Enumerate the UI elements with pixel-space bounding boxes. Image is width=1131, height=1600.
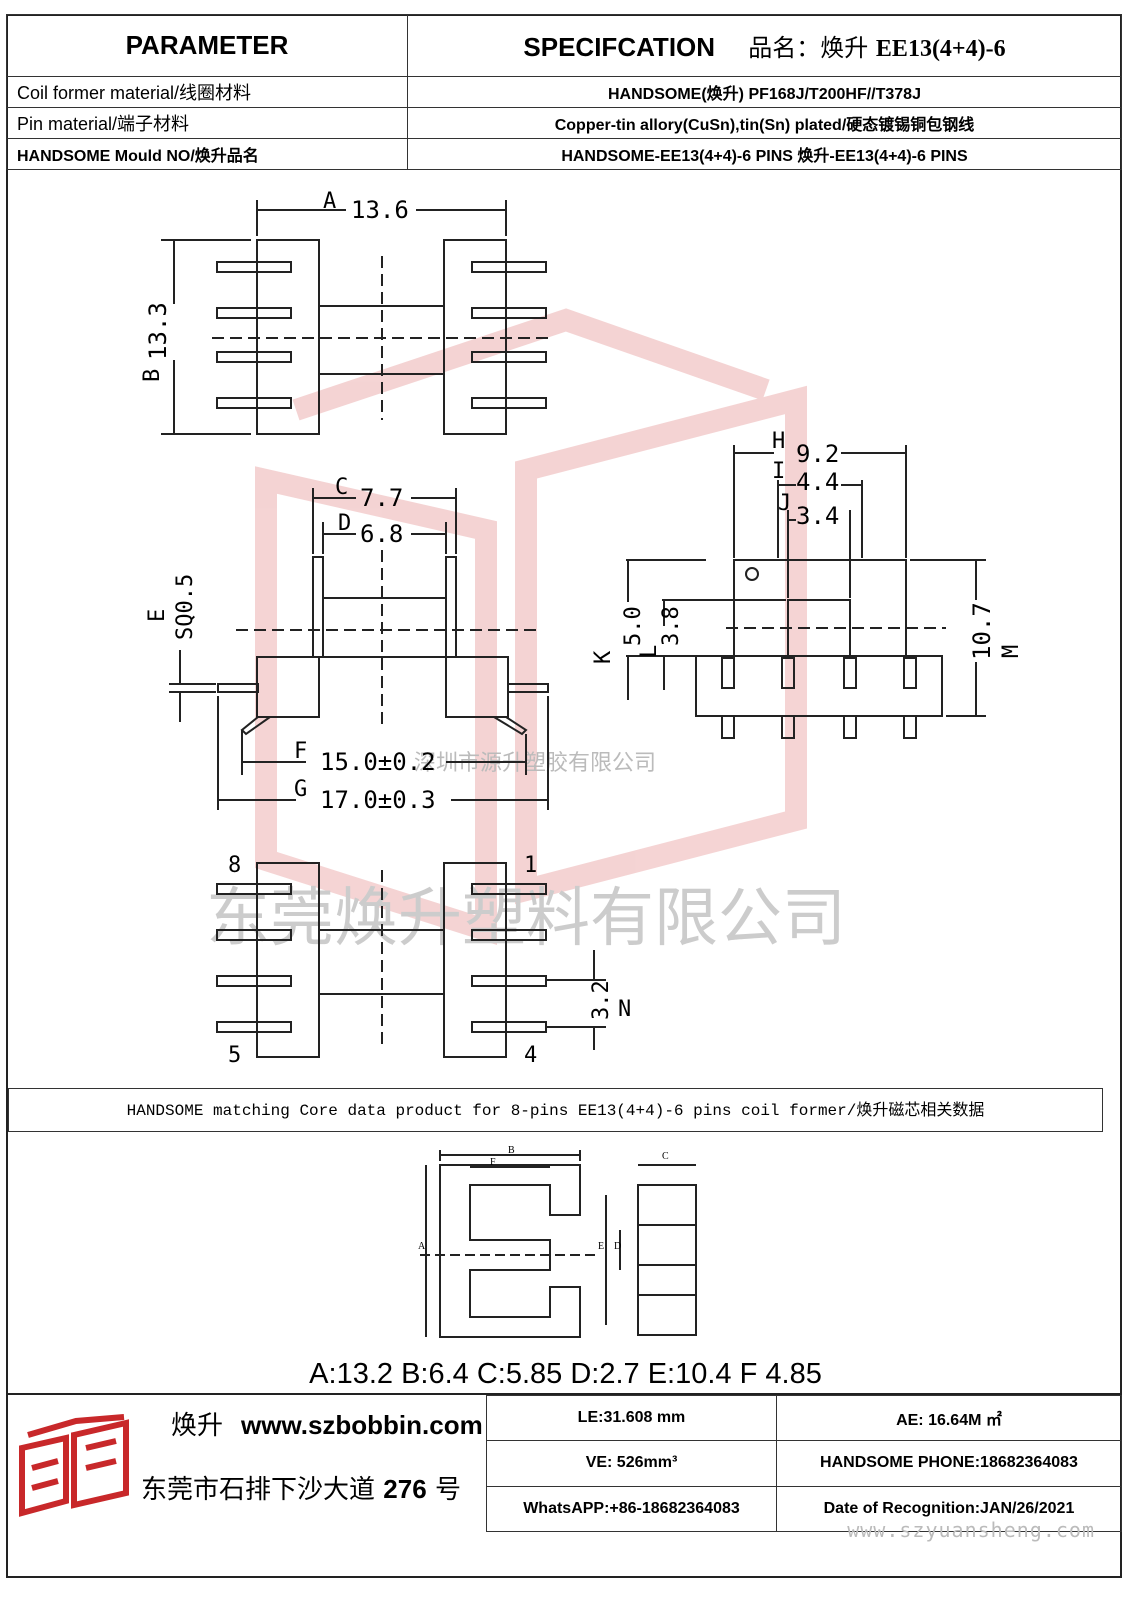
core-label-e: E <box>598 1241 604 1252</box>
dim-g-marker: G <box>294 777 307 802</box>
param-coil-material: Coil former material/线圈材料 <box>6 76 408 108</box>
product-name-prefix: 品名：焕升 <box>748 34 869 62</box>
address-street: 东莞市石排下沙大道 <box>141 1475 376 1505</box>
core-label-c: C <box>662 1151 669 1162</box>
dim-b-value: 13.3 <box>144 302 172 360</box>
dim-d-marker: D <box>338 511 351 536</box>
address-number: 276 <box>383 1474 427 1504</box>
pin-label-8: 8 <box>228 853 241 878</box>
footer: 焕升 www.szbobbin.com 东莞市石排下沙大道 276 号 LE:31… <box>6 1393 1123 1533</box>
dim-j-marker: J <box>778 491 791 516</box>
value-coil-material: HANDSOME(焕升) PF168J/T200HF//T378J <box>407 76 1122 108</box>
brand-name: 焕升 <box>171 1410 224 1440</box>
core-label-d: D <box>614 1241 621 1252</box>
dim-f-value: 15.0±0.2 <box>320 748 436 776</box>
dim-a-marker: A <box>323 189 336 214</box>
dim-a-value: 13.6 <box>351 196 409 224</box>
address-suffix: 号 <box>434 1475 461 1505</box>
parameter-heading: PARAMETER <box>6 14 408 77</box>
dim-h-marker: H <box>772 429 785 454</box>
dim-i-marker: I <box>772 459 785 484</box>
dim-i-value: 4.4 <box>796 468 839 496</box>
dim-j-value: 3.4 <box>796 502 839 530</box>
dim-h-value: 9.2 <box>796 440 839 468</box>
pin-label-1: 1 <box>524 853 537 878</box>
technical-drawing: 深圳市源升塑胶有限公司 东莞焕升塑料有限公司 A 13.6 13.3 B <box>6 170 1122 1090</box>
dim-e-value: SQ0.5 <box>173 574 198 640</box>
dim-c-value: 7.7 <box>360 484 403 512</box>
param-pin-material: Pin material/端子材料 <box>6 107 408 139</box>
le-value: LE:31.608 mm <box>486 1394 777 1442</box>
value-mould-no: HANDSOME-EE13(4+4)-6 PINS 焕升-EE13(4+4)-6… <box>407 138 1122 170</box>
dim-n-marker: N <box>618 997 631 1022</box>
dim-k-value: 5.0 <box>621 606 646 646</box>
watermark-small-text: 深圳市源升塑胶有限公司 <box>414 751 656 776</box>
spec-table: PARAMETER SPECIFCATION 品名：焕升 EE13(4+4)-6… <box>6 14 1122 170</box>
side-view <box>626 445 986 739</box>
dim-b-marker: B <box>140 369 165 382</box>
dim-m-marker: M <box>999 645 1024 658</box>
product-name: 品名：焕升 EE13(4+4)-6 <box>748 34 1005 62</box>
date-value: Date of Recognition:JAN/26/2021 <box>775 1485 1123 1533</box>
website-link[interactable]: www.szbobbin.com <box>241 1410 483 1440</box>
drawing-svg: 深圳市源升塑胶有限公司 东莞焕升塑料有限公司 A 13.6 13.3 B <box>140 189 1024 1068</box>
dim-k-marker: K <box>591 650 616 664</box>
specification-heading: SPECIFCATION 品名：焕升 EE13(4+4)-6 <box>407 14 1122 77</box>
core-label-b: B <box>508 1145 515 1156</box>
company-logo <box>19 1414 129 1517</box>
spec-row-mould: HANDSOME Mould NO/焕升品名 HANDSOME-EE13(4+4… <box>6 138 1122 170</box>
ve-value: VE: 526mm³ <box>486 1440 777 1487</box>
core-label-f: F <box>490 1157 496 1168</box>
dim-m-value: 10.7 <box>968 602 996 660</box>
phone-value: HANDSOME PHONE:18682364083 <box>775 1440 1123 1487</box>
core-dimensions: A:13.2 B:6.4 C:5.85 D:2.7 E:10.4 F 4.85 <box>309 1358 822 1390</box>
watermark-url: www.szyuansheng.com <box>847 1518 1095 1542</box>
dim-c-marker: C <box>335 475 348 500</box>
top-view <box>161 200 554 435</box>
core-data-heading: HANDSOME matching Core data product for … <box>8 1088 1103 1132</box>
brand-line: 焕升 www.szbobbin.com <box>171 1405 483 1442</box>
core-params-table: LE:31.608 mm AE: 16.64M ㎡ VE: 526mm³ HAN… <box>486 1394 1123 1533</box>
spec-row-pin: Pin material/端子材料 Copper-tin allory(CuSn… <box>6 107 1122 139</box>
product-model: EE13(4+4)-6 <box>875 36 1006 62</box>
param-mould-no: HANDSOME Mould NO/焕升品名 <box>6 138 408 170</box>
value-pin-material: Copper-tin allory(CuSn),tin(Sn) plated/硬… <box>407 107 1122 139</box>
spec-header-row: PARAMETER SPECIFCATION 品名：焕升 EE13(4+4)-6 <box>6 14 1122 77</box>
spec-row-coil: Coil former material/线圈材料 HANDSOME(焕升) P… <box>6 76 1122 108</box>
pin-label-5: 5 <box>228 1043 241 1068</box>
front-view <box>169 488 549 810</box>
whatsapp-value: WhatsAPP:+86-18682364083 <box>486 1485 777 1533</box>
dim-l-value: 3.8 <box>659 606 684 646</box>
dim-n-value: 3.2 <box>589 980 614 1020</box>
dim-e-marker: E <box>145 609 170 622</box>
dim-d-value: 6.8 <box>360 520 403 548</box>
ae-value: AE: 16.64M ㎡ <box>775 1394 1123 1442</box>
pin-label-4: 4 <box>524 1043 537 1068</box>
spec-label: SPECIFCATION <box>523 32 716 62</box>
dim-g-value: 17.0±0.3 <box>320 786 436 814</box>
address: 东莞市石排下沙大道 276 号 <box>141 1469 461 1506</box>
dim-l-marker: L <box>637 645 662 658</box>
bottom-view <box>216 862 606 1058</box>
watermark-logo <box>255 308 807 946</box>
dim-f-marker: F <box>294 739 307 764</box>
core-label-a: A <box>418 1241 426 1252</box>
core-drawing: B F C A E D <box>418 1145 697 1338</box>
